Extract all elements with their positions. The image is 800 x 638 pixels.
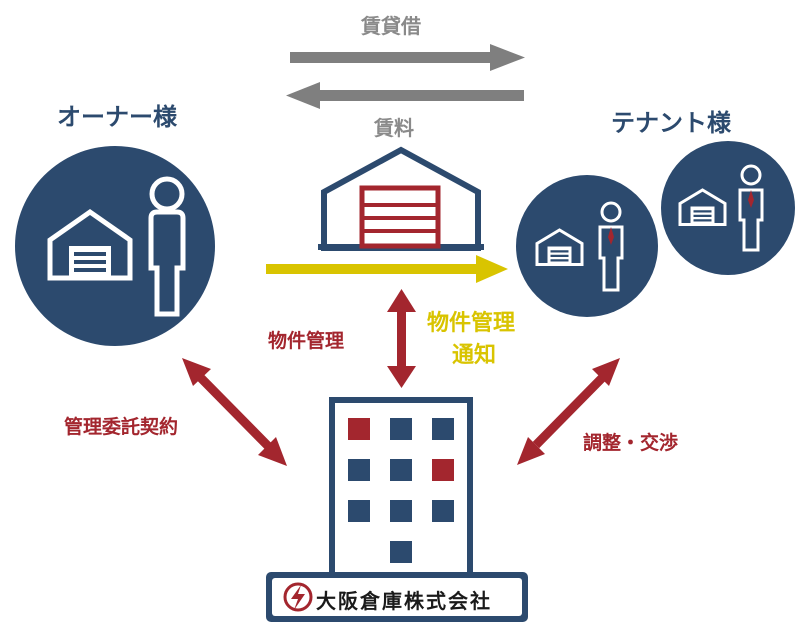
property-management-arrow xyxy=(387,289,416,388)
property-notice-label-line2: 通知 xyxy=(452,343,497,368)
management-contract-label: 管理委託契約 xyxy=(64,416,179,438)
person-icon xyxy=(598,201,624,292)
property-notice-label-line1: 物件管理 xyxy=(427,311,516,336)
company-name: 大阪倉庫株式会社 xyxy=(316,589,492,613)
management-contract-arrow xyxy=(182,358,287,466)
coordination-arrow xyxy=(517,358,620,465)
property-management-label: 物件管理 xyxy=(268,330,345,352)
company-plate xyxy=(266,572,528,622)
person-icon xyxy=(148,176,186,317)
office-building-icon xyxy=(329,397,473,579)
company-logo-icon xyxy=(283,582,313,612)
rent-arrow xyxy=(286,82,524,109)
rent-label: 賃料 xyxy=(374,116,414,140)
owner-label: オーナー様 xyxy=(57,103,177,131)
lease-label: 賃貸借 xyxy=(361,14,421,38)
tenant-circle xyxy=(516,175,658,317)
coordination-label: 調整・交渉 xyxy=(583,432,679,454)
lease-arrow xyxy=(290,44,525,71)
warehouse-icon xyxy=(318,146,484,251)
tenant-label: テナント様 xyxy=(611,109,731,137)
warehouse-icon xyxy=(47,208,133,281)
person-icon xyxy=(738,164,764,252)
notification-arrow xyxy=(266,255,508,283)
owner-circle xyxy=(15,146,215,346)
tenant-circle xyxy=(661,141,795,275)
